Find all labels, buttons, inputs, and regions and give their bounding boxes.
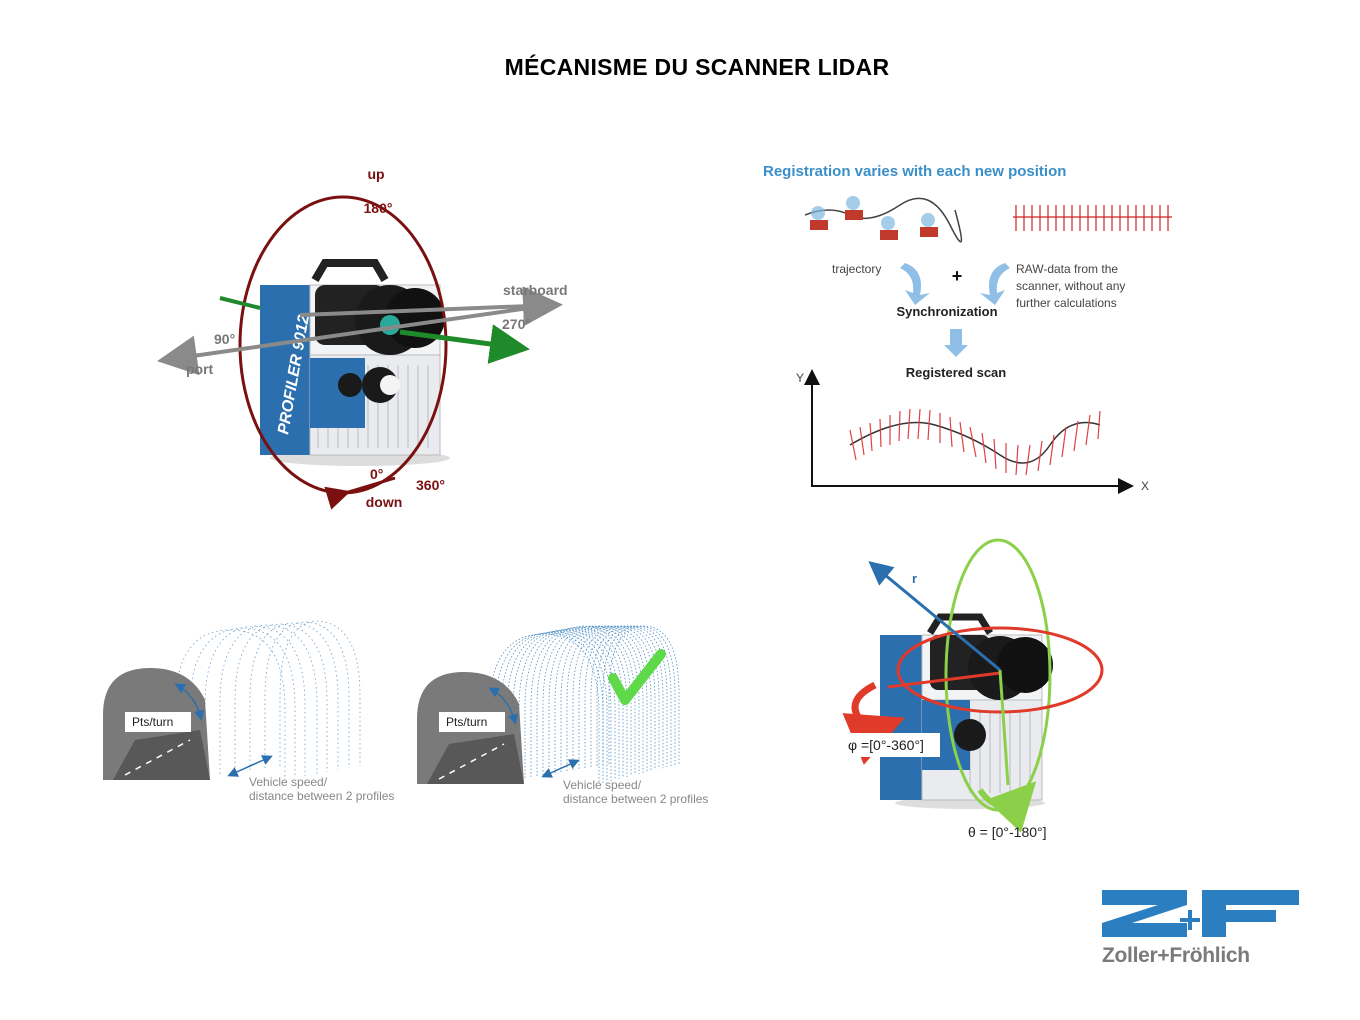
phi-arrow bbox=[842, 681, 905, 765]
zf-logo: Zoller+Fröhlich bbox=[1102, 890, 1299, 967]
raw-line-1: RAW-data from the bbox=[1016, 262, 1118, 276]
plus-sign: + bbox=[952, 266, 963, 286]
page-title: MÉCANISME DU SCANNER LIDAR bbox=[504, 54, 890, 80]
speed-label-2b: distance between 2 profiles bbox=[563, 792, 708, 806]
speed-label-1a: Vehicle speed/ bbox=[249, 775, 328, 789]
label-port: port bbox=[186, 361, 214, 377]
speed-label-2a: Vehicle speed/ bbox=[563, 778, 642, 792]
label-360: 360° bbox=[416, 477, 445, 493]
rotation-arrow bbox=[324, 476, 396, 510]
label-registered-scan: Registered scan bbox=[906, 365, 1006, 380]
label-0: 0° bbox=[370, 466, 383, 482]
zf-mark-icon bbox=[1102, 890, 1299, 937]
scanner-device: PROFILER 9012 bbox=[260, 259, 450, 466]
label-trajectory: trajectory bbox=[832, 262, 881, 276]
r-vector bbox=[868, 561, 1001, 672]
label-synchronization: Synchronization bbox=[896, 304, 997, 319]
spherical-coordinates-diagram: r φ =[0°-360°] θ = [0°-180°] bbox=[842, 538, 1104, 840]
label-up: up bbox=[367, 166, 384, 182]
scanner-axes-diagram: PROFILER 9012 up 180° starboard 270° 90°… bbox=[157, 166, 568, 510]
raw-data-ticks bbox=[1013, 205, 1172, 231]
sync-down-arrow bbox=[944, 329, 968, 357]
starboard-axis-arrow bbox=[299, 286, 563, 327]
tunnel-comparison: Pts/turn Vehicle speed/ distance between… bbox=[103, 620, 708, 806]
registered-ticks bbox=[849, 408, 1101, 476]
vehicle-icons bbox=[810, 196, 938, 240]
pts-turn-label-1: Pts/turn bbox=[132, 715, 173, 729]
phi-label: φ =[0°-360°] bbox=[848, 737, 924, 753]
raw-line-2: scanner, without any bbox=[1016, 279, 1125, 293]
green-axis-tail bbox=[219, 296, 261, 310]
raw-data-arrow bbox=[980, 263, 1010, 305]
phi-radius bbox=[887, 671, 1001, 689]
tunnel-sparse: Pts/turn Vehicle speed/ distance between… bbox=[103, 620, 394, 803]
theta-arrow bbox=[977, 781, 1037, 833]
theta-label: θ = [0°-180°] bbox=[968, 824, 1047, 840]
raw-line-3: further calculations bbox=[1016, 296, 1117, 310]
port-axis-arrow bbox=[157, 303, 551, 376]
r-label: r bbox=[912, 571, 917, 586]
label-starboard: starboard bbox=[503, 282, 568, 298]
registered-curve bbox=[849, 421, 1101, 464]
axis-label-x: X bbox=[1141, 479, 1149, 493]
registration-title: Registration varies with each new positi… bbox=[763, 163, 1066, 180]
axis-label-y: Y bbox=[796, 371, 804, 385]
label-270: 270° bbox=[502, 316, 531, 332]
label-90: 90° bbox=[214, 331, 235, 347]
tunnel-dense: Pts/turn Vehicle speed/ distance between… bbox=[417, 625, 708, 806]
label-down: down bbox=[366, 494, 403, 510]
pts-turn-label-2: Pts/turn bbox=[446, 715, 487, 729]
label-180: 180° bbox=[364, 200, 393, 216]
check-icon bbox=[608, 649, 666, 705]
trajectory-arrow bbox=[900, 263, 930, 305]
trajectory-curve bbox=[804, 197, 963, 243]
speed-label-1b: distance between 2 profiles bbox=[249, 789, 394, 803]
green-axis-arrow bbox=[399, 324, 530, 364]
registration-diagram: Registration varies with each new positi… bbox=[763, 163, 1172, 494]
theta-radius bbox=[998, 669, 1010, 786]
phi-ellipse bbox=[896, 626, 1104, 714]
zf-logo-text: Zoller+Fröhlich bbox=[1102, 944, 1250, 967]
